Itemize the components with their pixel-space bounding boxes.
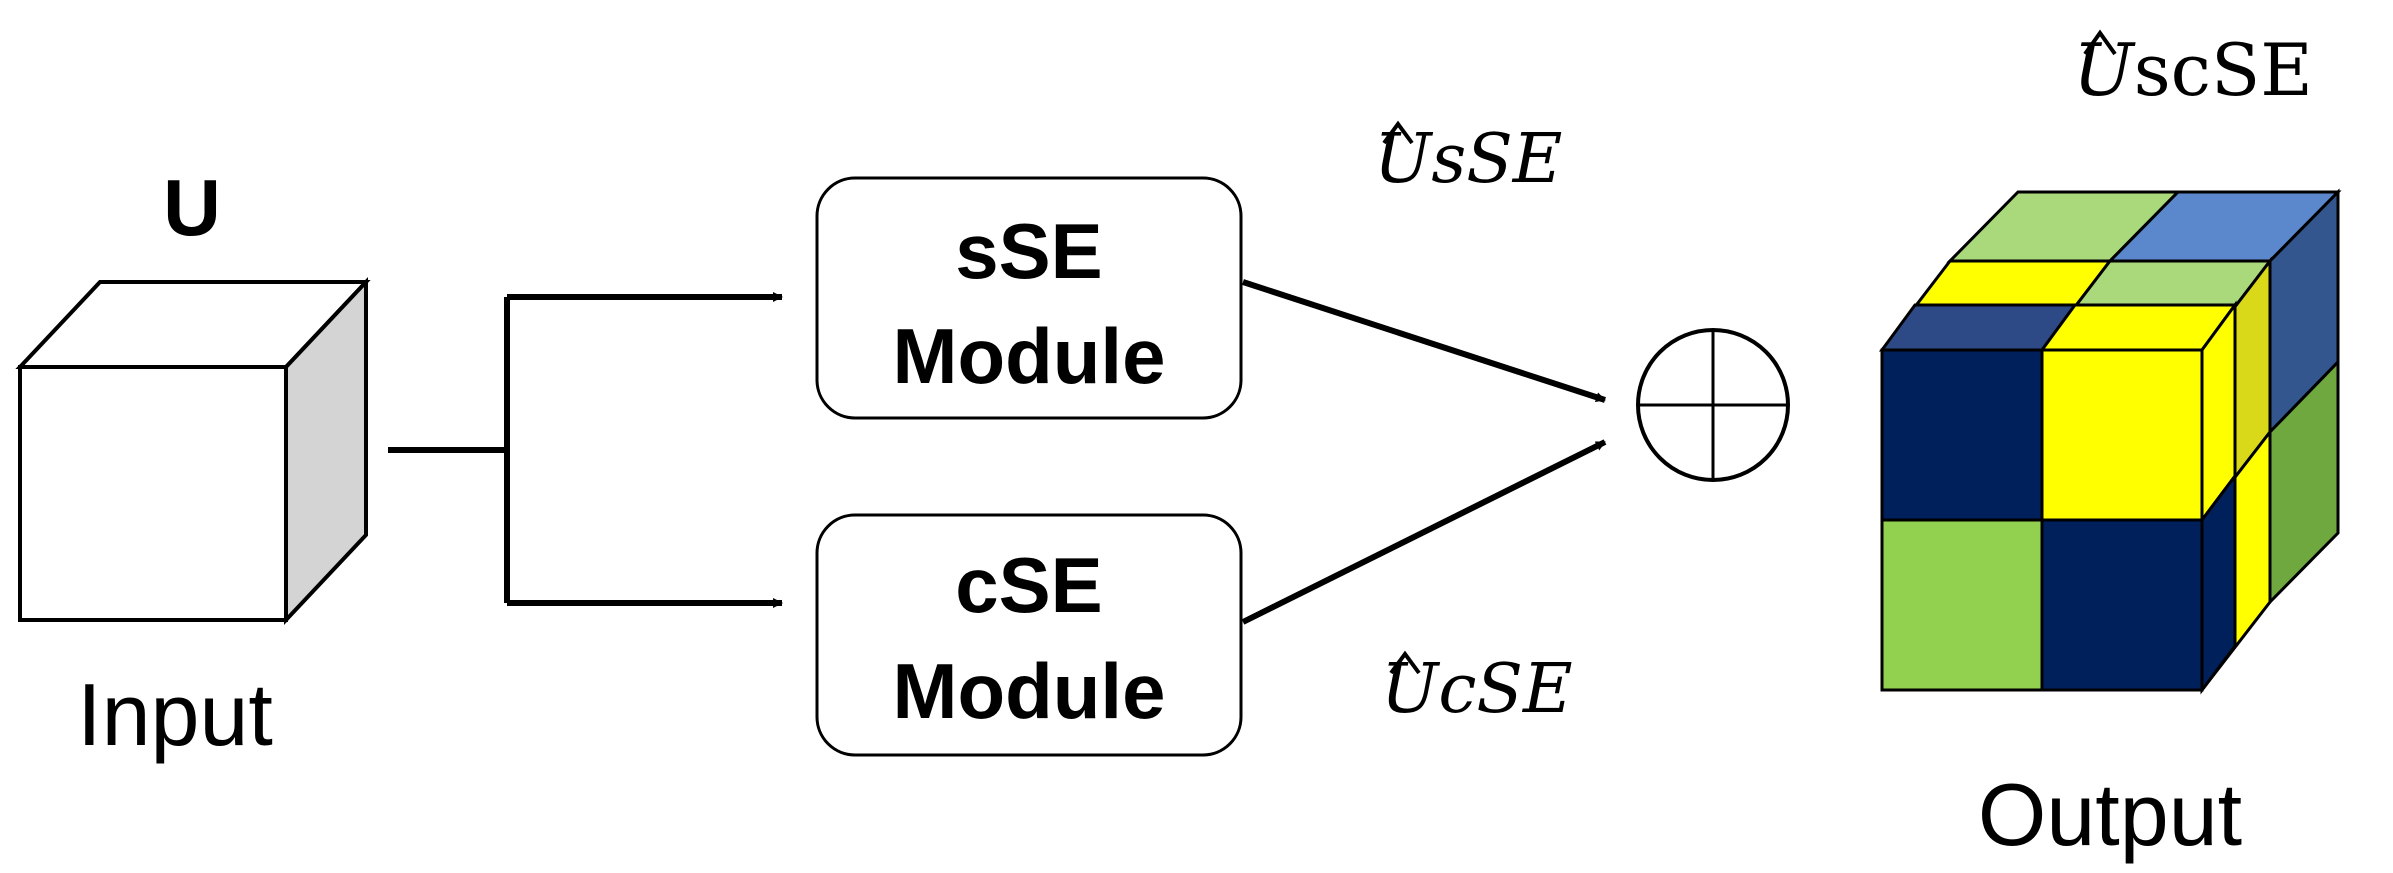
sse-module-label-line1: sSE — [955, 207, 1102, 295]
hat-icon — [1389, 650, 1421, 675]
branch-connector — [388, 292, 783, 608]
arrow-cse-to-sum — [1241, 439, 1607, 625]
input-caption: Input — [77, 665, 273, 764]
cse-module-label-line1: cSE — [955, 541, 1102, 629]
sse-module-box: sSE Module — [815, 176, 1243, 420]
cse-module-label-line2: Module — [893, 647, 1166, 735]
ucse-label-text: UcSE — [1381, 650, 1573, 729]
hat-icon — [2083, 29, 2117, 56]
output-cube-front-cell — [2040, 518, 2204, 692]
input-cube-front — [18, 365, 288, 622]
sse-module-label-line2: Module — [893, 312, 1166, 400]
uscse-label-text: UscSE — [2073, 28, 2313, 112]
output-caption: Output — [1978, 765, 2242, 864]
output-cube-front-cell — [2040, 348, 2204, 522]
output-cube-front-cell — [1880, 518, 2044, 692]
arrow-sse-to-sum — [1242, 279, 1606, 403]
output-cube — [1878, 188, 2342, 695]
input-symbol: U — [163, 163, 221, 252]
merge-arrows — [1241, 279, 1607, 625]
input-cube — [15, 276, 371, 626]
uscse-label: UscSE — [2073, 28, 2313, 112]
output-cube-side-cell — [2268, 358, 2340, 606]
cse-module-box: cSE Module — [815, 513, 1243, 757]
usse-label: UsSE — [1374, 120, 1562, 199]
ucse-label: UcSE — [1381, 650, 1573, 729]
elementwise-sum-icon — [1636, 328, 1790, 482]
output-cube-front-cell — [1880, 348, 2044, 522]
hat-icon — [1382, 120, 1414, 145]
